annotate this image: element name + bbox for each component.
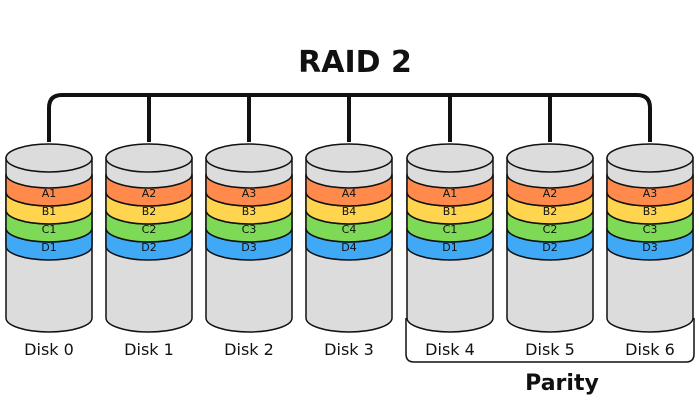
disk-top xyxy=(606,143,694,173)
disk-label: Disk 3 xyxy=(324,340,374,359)
disk-label: Disk 2 xyxy=(224,340,274,359)
block-label: C1 xyxy=(42,223,57,236)
disk-label: Disk 1 xyxy=(124,340,174,359)
block-label: D2 xyxy=(542,241,557,254)
block-label: C3 xyxy=(643,223,658,236)
parity-bracket xyxy=(405,318,695,363)
block-label: A4 xyxy=(342,187,357,200)
stripe-band xyxy=(105,173,193,207)
block-label: B2 xyxy=(543,205,558,218)
block-label: D2 xyxy=(141,241,156,254)
disk-top xyxy=(5,143,93,173)
disk-label: Disk 0 xyxy=(24,340,74,359)
block-label: A2 xyxy=(142,187,157,200)
block-label: B3 xyxy=(643,205,658,218)
block-label: A1 xyxy=(42,187,57,200)
stripe-band xyxy=(305,173,393,207)
parity-group xyxy=(405,318,695,363)
block-label: D3 xyxy=(241,241,256,254)
stripe-band xyxy=(406,173,494,207)
block-label: D1 xyxy=(41,241,56,254)
controller-bus xyxy=(47,93,652,142)
stripe-band xyxy=(205,173,293,207)
block-label: C1 xyxy=(443,223,458,236)
disk-top xyxy=(406,143,494,173)
block-label: B3 xyxy=(242,205,257,218)
block-label: A3 xyxy=(242,187,257,200)
block-label: D1 xyxy=(442,241,457,254)
block-label: A1 xyxy=(443,187,458,200)
block-label: C4 xyxy=(342,223,357,236)
block-label: A3 xyxy=(643,187,658,200)
block-label: B4 xyxy=(342,205,357,218)
disk-top xyxy=(205,143,293,173)
disk-top xyxy=(506,143,594,173)
block-label: A2 xyxy=(543,187,558,200)
block-label: C2 xyxy=(142,223,157,236)
stripe-band xyxy=(5,173,93,207)
block-label: C3 xyxy=(242,223,257,236)
stripe-band xyxy=(606,173,694,207)
block-label: B2 xyxy=(142,205,157,218)
block-label: B1 xyxy=(443,205,458,218)
parity-label: Parity xyxy=(525,371,599,396)
block-label: C2 xyxy=(543,223,558,236)
diagram-title: RAID 2 xyxy=(298,45,412,80)
disk-label: Disk 4 xyxy=(425,340,475,359)
block-label: D3 xyxy=(642,241,657,254)
disk-top xyxy=(105,143,193,173)
block-label: D4 xyxy=(341,241,356,254)
block-label: B1 xyxy=(42,205,57,218)
disk-top xyxy=(305,143,393,173)
disk-label: Disk 5 xyxy=(525,340,575,359)
disk-label: Disk 6 xyxy=(625,340,675,359)
stripe-band xyxy=(506,173,594,207)
